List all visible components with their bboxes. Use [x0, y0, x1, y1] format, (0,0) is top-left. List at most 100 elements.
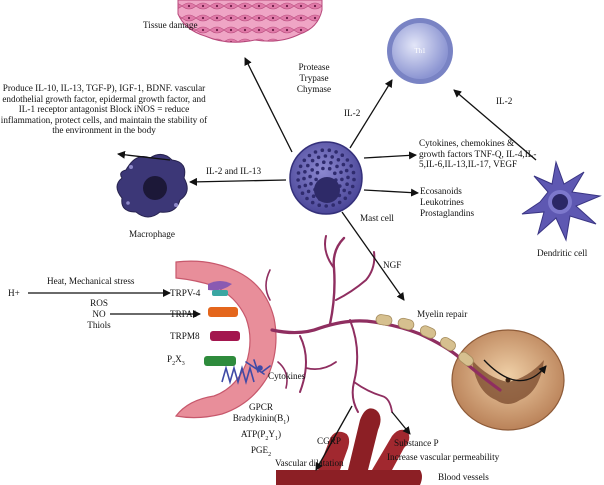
ros-label: NO	[92, 309, 106, 319]
trpm8-label: TRPM8	[170, 331, 200, 341]
lipid-label: Leukotrines	[420, 197, 464, 207]
granule	[317, 203, 322, 207]
th1-cell	[387, 18, 453, 84]
granule	[303, 170, 307, 174]
ros-label: ROS	[90, 298, 108, 308]
gpcr-label: PGE2	[250, 444, 272, 458]
cytokine-receptor	[245, 359, 271, 375]
arrow-icon	[363, 188, 419, 197]
cgrp-label: CGRP	[317, 436, 342, 446]
nerve-terminal	[174, 260, 277, 419]
arrow-icon	[349, 79, 393, 149]
macrophage-effects-text: Produce IL-10, IL-13, TGF-P), IGF-1, BDN…	[0, 83, 208, 136]
granule	[345, 182, 349, 186]
granule	[298, 164, 303, 169]
granule	[341, 162, 346, 167]
granule	[351, 170, 356, 175]
granule	[314, 177, 318, 182]
granule	[352, 177, 356, 182]
granule	[309, 181, 313, 186]
granule	[322, 160, 326, 164]
vascular-dilatation-label: Vascular dilatation	[275, 458, 344, 468]
il2-right-label: IL-2	[496, 96, 513, 106]
granule	[313, 150, 318, 154]
blood-vessels	[276, 408, 422, 485]
lipid-mediators-list: Ecosanoids Leukotrines Prostaglandins	[420, 186, 474, 219]
granule	[343, 196, 348, 201]
macrophage-label: Macrophage	[129, 229, 175, 239]
granule	[340, 177, 344, 182]
granule	[336, 158, 341, 162]
granule	[345, 158, 350, 162]
tissue-damage-block	[177, 0, 323, 43]
granule	[296, 178, 300, 182]
granule	[310, 158, 315, 163]
lipid-label: Prostaglandins	[420, 208, 475, 218]
dendritic-cell-label: Dendritic cell	[537, 248, 588, 258]
stimuli-label: Heat, Mechanical stress	[47, 276, 135, 286]
granule	[300, 191, 305, 195]
granule	[307, 153, 312, 158]
granule	[329, 161, 333, 165]
il2-left-label: IL-2	[344, 108, 361, 118]
mediator-label: Protease	[298, 62, 330, 72]
tissue-damage-label: Tissue damage	[143, 20, 198, 30]
granule	[296, 171, 301, 175]
spinal-cord	[451, 329, 565, 431]
p2x3-channel	[204, 356, 236, 366]
gpcr-label: Bradykinin(B1)	[232, 413, 290, 426]
granule	[334, 150, 338, 154]
granule	[333, 171, 337, 176]
arrow-icon	[117, 150, 171, 161]
granule	[302, 158, 307, 163]
granule	[347, 191, 352, 195]
arrows	[28, 57, 547, 471]
arrow-icon	[391, 411, 411, 435]
granule	[310, 200, 315, 205]
cytokines-label: Cytokines	[268, 371, 306, 381]
granule	[330, 155, 335, 159]
gpcr-receptor	[221, 365, 255, 385]
trpv4-receptor	[208, 281, 232, 296]
granule	[346, 175, 350, 180]
arrow-icon	[244, 57, 293, 153]
myelin-sheath	[375, 314, 474, 367]
granule	[324, 204, 329, 208]
granule	[321, 166, 325, 171]
granule	[331, 203, 336, 207]
mast-cell	[289, 141, 363, 215]
gpcr-list: GPCR Bradykinin(B1) ATP(P2Y1) PGE2	[226, 402, 296, 460]
arrow-icon	[315, 405, 353, 471]
granule	[344, 168, 349, 173]
granule	[306, 189, 311, 194]
arrow-icon	[341, 211, 405, 301]
il2-il13-label: IL-2 and IL-13	[206, 166, 262, 176]
arrow-icon	[189, 177, 287, 186]
granule	[305, 196, 309, 201]
granule	[316, 155, 321, 160]
mediator-label: Trypase	[299, 73, 329, 83]
mediator-label: Chymase	[296, 84, 332, 94]
myelin-repair-label: Myelin repair	[417, 309, 468, 319]
granule	[297, 185, 302, 189]
dendritic-cell	[521, 160, 602, 242]
trpm8-channel	[210, 331, 240, 341]
granule	[327, 166, 332, 171]
p2x3-label: P2X3	[167, 354, 185, 367]
substance-p-label: Substance P	[394, 438, 439, 448]
granule	[335, 164, 339, 169]
h-ion-label: H+	[8, 288, 20, 298]
gpcr-label: GPCR	[248, 402, 273, 412]
granule	[310, 168, 315, 172]
granule	[339, 170, 343, 175]
granule	[302, 176, 306, 181]
ngf-label: NGF	[383, 260, 402, 270]
granule	[350, 184, 355, 189]
granule	[303, 183, 308, 188]
gpcr-label: ATP(P2Y1)	[240, 428, 282, 442]
granule	[342, 188, 347, 193]
macrophage-cell	[116, 154, 188, 218]
vascular-permeability-label: Increase vascular permeability	[387, 452, 500, 462]
cytokines-text: Cytokines, chemokines & growth factors T…	[419, 138, 537, 170]
